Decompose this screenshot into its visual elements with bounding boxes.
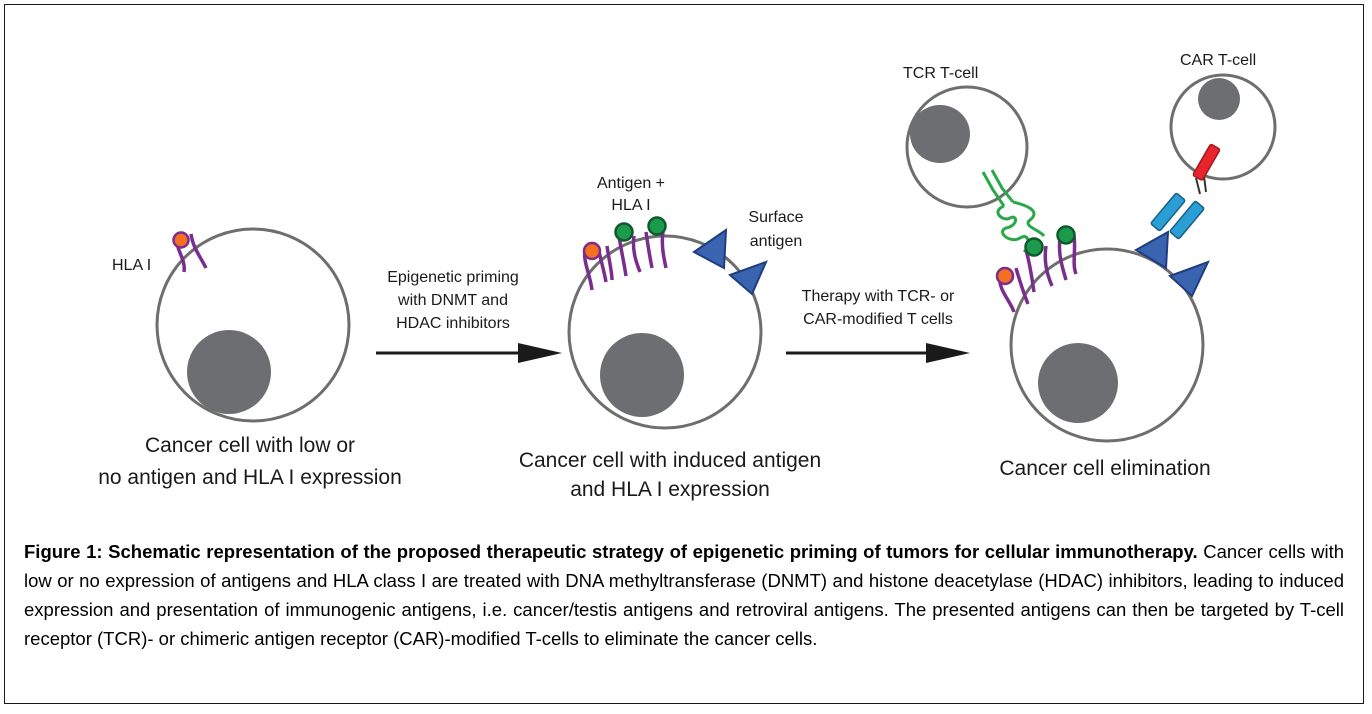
nucleus <box>600 333 684 417</box>
tcr-receptor <box>981 169 1046 254</box>
hla-label: HLA I <box>112 257 151 274</box>
left-caption-line1: Cancer cell with low or <box>145 434 355 457</box>
orange-antigen <box>995 266 1015 286</box>
car-t-cell-nucleus <box>1198 78 1240 120</box>
car-receptor <box>1150 143 1221 240</box>
surface-antigen-line2: antigen <box>750 233 803 250</box>
left-panel: HLA I Cancer cell with low or no antigen… <box>98 227 402 489</box>
arrow-therapy: Therapy with TCR- or CAR-modified T cell… <box>786 288 970 363</box>
surface-antigen <box>1168 260 1210 298</box>
surface-antigen-line1: Surface <box>748 209 803 226</box>
right-caption: Cancer cell elimination <box>999 457 1210 480</box>
middle-panel: Antigen + HLA I Surface antigen Cancer c… <box>519 175 821 501</box>
green-antigen <box>1024 237 1044 257</box>
arrow1-line1: Epigenetic priming <box>387 269 519 286</box>
antigen-hla-line2: HLA I <box>611 197 650 214</box>
arrow2-line2: CAR-modified T cells <box>803 311 953 328</box>
figure-caption-body: Cancer cells with low or no expression o… <box>24 541 1345 649</box>
tcr-t-cell-label: TCR T-cell <box>903 65 978 82</box>
car-t-cell-label: CAR T-cell <box>1180 52 1256 69</box>
figure-caption-title: Figure 1: Schematic representation of th… <box>24 541 1198 562</box>
surface-antigen <box>692 228 728 270</box>
arrow1-line2: with DNMT and <box>397 292 508 309</box>
green-antigen <box>647 216 667 236</box>
schematic-diagram: HLA I Cancer cell with low or no antigen… <box>98 52 1277 501</box>
middle-caption-line2: and HLA I expression <box>570 478 770 501</box>
car-t-cell <box>1169 73 1277 181</box>
green-antigen <box>614 222 634 242</box>
nucleus <box>1038 343 1118 423</box>
surface-antigen <box>728 260 768 296</box>
figure-caption: Figure 1: Schematic representation of th… <box>24 537 1344 653</box>
middle-caption-line1: Cancer cell with induced antigen <box>519 449 821 472</box>
antigen-hla-line1: Antigen + <box>597 175 665 192</box>
arrow1-line3: HDAC inhibitors <box>396 315 510 332</box>
arrow-epigenetic-priming: Epigenetic priming with DNMT and HDAC in… <box>376 269 562 363</box>
hla-molecule <box>172 231 208 273</box>
tcr-t-cell-nucleus <box>910 105 970 163</box>
arrow2-line1: Therapy with TCR- or <box>802 288 955 305</box>
orange-antigen <box>582 241 602 261</box>
right-panel: TCR T-cell CAR T-cell <box>903 52 1277 480</box>
nucleus <box>187 330 271 414</box>
surface-antigen <box>1134 230 1170 270</box>
left-caption-line2: no antigen and HLA I expression <box>98 466 402 489</box>
green-antigen <box>1056 225 1076 245</box>
